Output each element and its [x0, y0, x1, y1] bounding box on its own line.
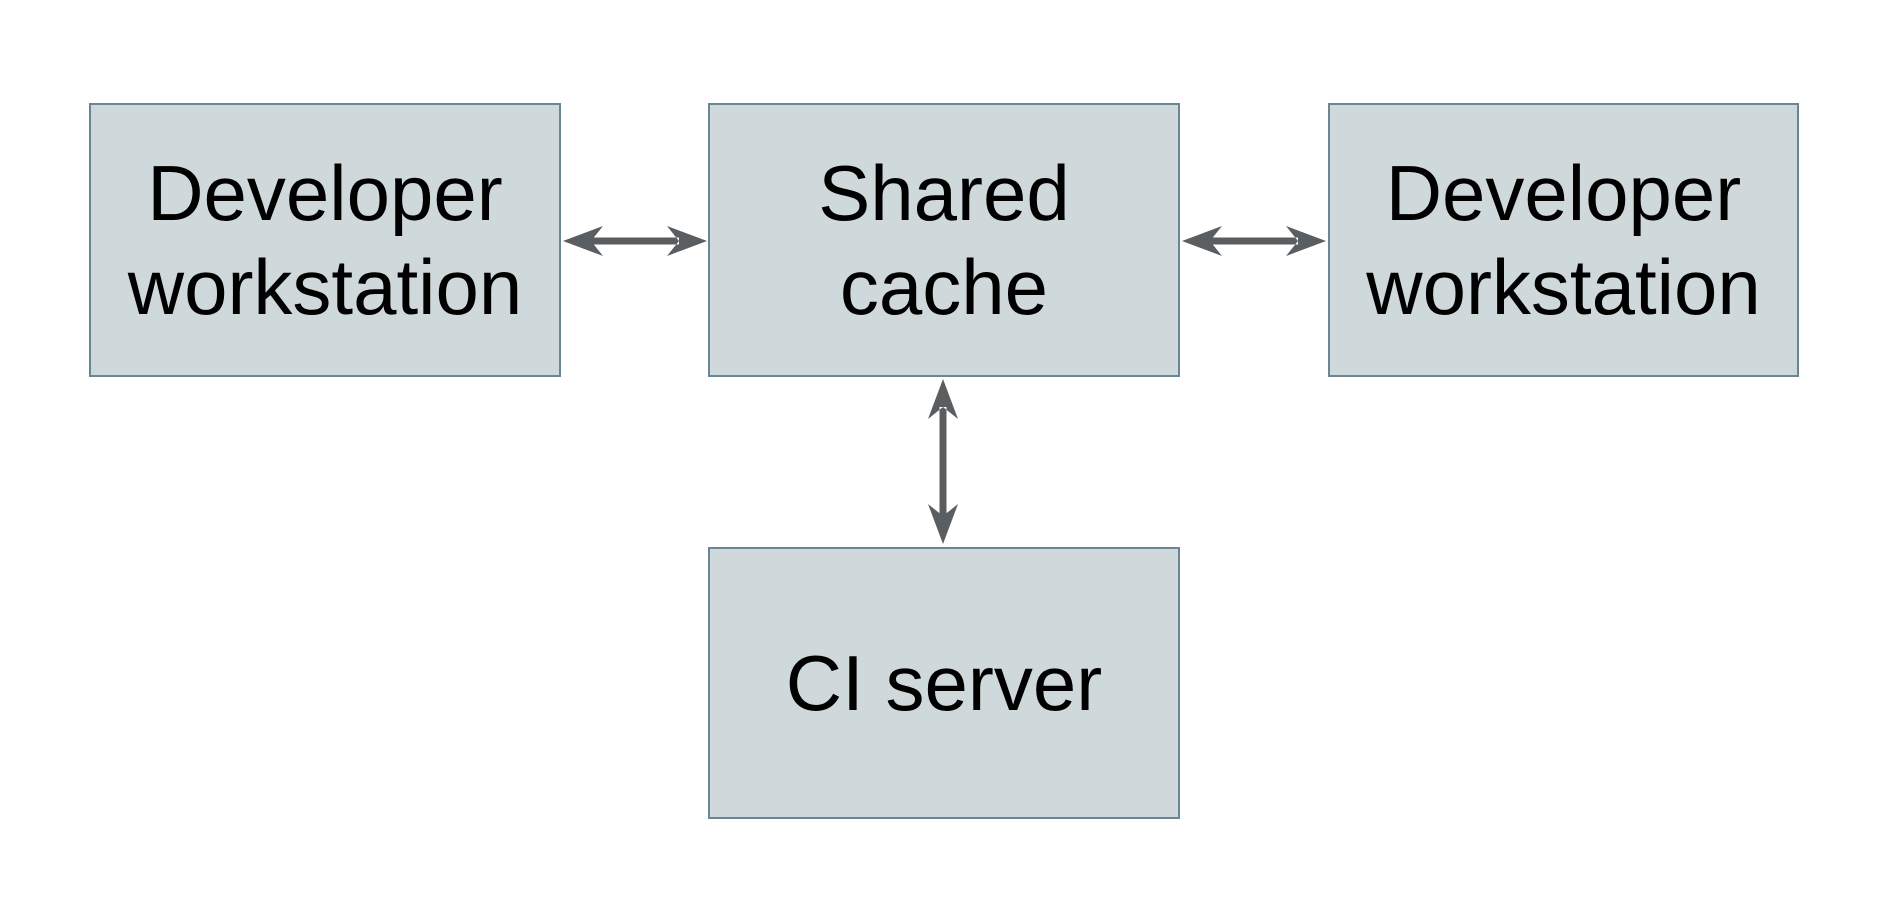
node-label-line: cache	[839, 243, 1049, 331]
node-shared-cache: Shared cache	[708, 103, 1180, 377]
node-developer-workstation-left: Developer workstation	[89, 103, 561, 377]
double-arrow-icon	[928, 379, 958, 544]
arrow-shared-cache-dev-right	[1182, 226, 1326, 256]
node-ci-server: CI server	[708, 547, 1180, 819]
node-label-line: Shared	[818, 149, 1070, 237]
node-label-line: workstation	[1366, 243, 1761, 331]
node-label-line: CI server	[785, 639, 1103, 727]
double-arrow-icon	[563, 226, 707, 256]
node-label-line: workstation	[127, 243, 523, 331]
double-arrow-icon	[1182, 226, 1326, 256]
node-developer-workstation-right: Developer workstation	[1328, 103, 1799, 377]
node-label-line: Developer	[147, 149, 503, 237]
arrow-dev-left-shared-cache	[563, 226, 707, 256]
arrow-shared-cache-ci-server	[928, 379, 958, 544]
node-label-line: Developer	[1385, 149, 1742, 237]
